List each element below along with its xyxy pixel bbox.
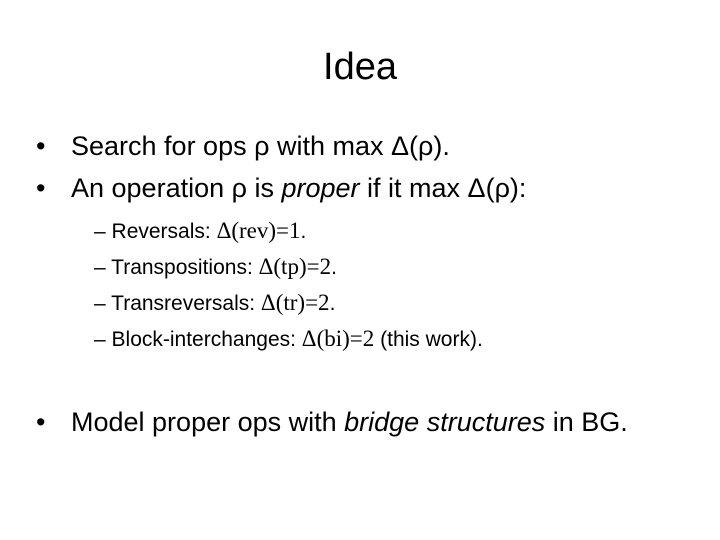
sub-marker: – — [94, 328, 106, 351]
bullet-text: Search for ops ρ with max Δ(ρ). — [71, 131, 450, 161]
sub-label: Block-interchanges: — [111, 328, 302, 351]
sub-label: Transpositions: — [111, 256, 259, 279]
sub-post: . — [329, 292, 336, 315]
sub-marker: – — [94, 256, 106, 279]
sub-label: Reversals: — [111, 220, 217, 243]
bullet-text: An operation ρ is — [71, 173, 282, 203]
bullet-marker: • — [36, 131, 46, 161]
sub-bullet-reversals: – Reversals: Δ(rev)=1. — [94, 218, 306, 245]
bullet-text-post: in BG. — [545, 407, 628, 437]
sub-post: . — [331, 256, 337, 279]
bullet-marker: • — [36, 173, 46, 203]
sub-label: Transreversals: — [111, 292, 261, 315]
bullet-search: • Search for ops ρ with max Δ(ρ). — [36, 130, 450, 162]
math-expression: Δ(tp)=2 — [258, 254, 332, 279]
emphasis-bridge-structures: bridge structures — [344, 407, 546, 437]
math-expression: Δ(bi)=2 — [301, 326, 375, 351]
sub-post: (this work). — [374, 328, 483, 351]
sub-bullet-transpositions: – Transpositions: Δ(tp)=2. — [94, 254, 337, 281]
bullet-proper-definition: • An operation ρ is proper if it max Δ(ρ)… — [36, 172, 526, 204]
sub-marker: – — [94, 292, 106, 315]
sub-post: . — [300, 220, 307, 243]
sub-bullet-transreversals: – Transreversals: Δ(tr)=2. — [94, 290, 335, 317]
slide-title: Idea — [323, 46, 397, 88]
bullet-marker: • — [36, 407, 46, 437]
bullet-text-post: if it max Δ(ρ): — [359, 173, 527, 203]
math-expression: Δ(tr)=2 — [260, 290, 330, 315]
sub-bullet-block-interchanges: – Block-interchanges: Δ(bi)=2 (this work… — [94, 326, 483, 353]
math-expression: Δ(rev)=1 — [216, 218, 301, 243]
bullet-model-proper-ops: • Model proper ops with bridge structures… — [36, 406, 628, 438]
emphasis-proper: proper — [281, 173, 360, 203]
bullet-text: Model proper ops with — [71, 407, 345, 437]
sub-marker: – — [94, 220, 106, 243]
